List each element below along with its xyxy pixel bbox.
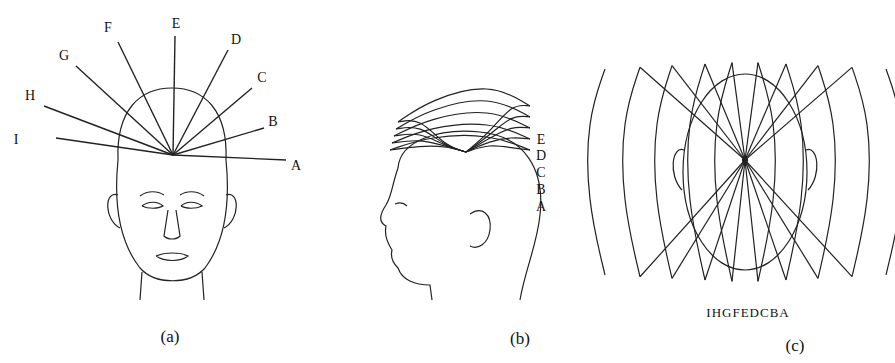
section-letter: D (536, 149, 546, 163)
section-arc (688, 64, 705, 280)
section-arc (715, 63, 732, 282)
section-arc (396, 101, 530, 129)
skull-profile (398, 131, 541, 300)
section-line (745, 66, 818, 160)
section-letter: E (537, 133, 546, 147)
section-arc (466, 105, 530, 152)
section-line (745, 160, 818, 278)
section-arc (886, 69, 895, 275)
section-letter: C (536, 166, 545, 180)
section-arc (623, 67, 640, 277)
side-head (381, 89, 541, 300)
section-letter: B (268, 115, 277, 129)
section-arc (394, 134, 466, 152)
section-letter: H (25, 89, 35, 103)
panel-caption: (a) (161, 328, 180, 345)
face-outline (117, 160, 228, 281)
section-line (745, 160, 852, 277)
section-arc (398, 121, 466, 152)
neck (140, 272, 204, 300)
ear-right (224, 194, 236, 228)
section-arc (852, 67, 869, 276)
section-arc (394, 113, 530, 136)
ear-right (806, 149, 817, 190)
section-line (732, 160, 745, 281)
eyes (142, 202, 202, 208)
section-line (745, 67, 852, 160)
panel-caption: (b) (510, 330, 530, 347)
eye (395, 203, 407, 206)
center-point (743, 158, 748, 163)
ear-left (673, 149, 684, 190)
section-arc (466, 127, 530, 152)
section-arc (655, 66, 672, 279)
top-head (588, 63, 895, 282)
section-letter: IHGFEDCBA (706, 306, 789, 319)
section-letter: G (59, 49, 69, 63)
section-lenses (588, 63, 895, 282)
ear-left (108, 194, 120, 228)
section-lines (44, 36, 286, 160)
section-line (745, 64, 786, 160)
front-head (44, 36, 286, 300)
section-letter: B (536, 183, 545, 197)
face-profile (381, 168, 432, 300)
section-line (732, 63, 745, 160)
ear (470, 211, 490, 247)
section-letter: D (231, 33, 241, 47)
section-arc (818, 66, 835, 279)
section-arcs (390, 89, 530, 152)
section-letter: I (14, 133, 19, 147)
section-letter: C (257, 71, 266, 85)
section-arc (392, 141, 466, 152)
brow (140, 192, 204, 196)
section-letter: E (172, 17, 181, 31)
section-letter: A (291, 159, 301, 173)
section-arc (588, 69, 605, 275)
section-letter: A (536, 200, 546, 214)
nose (164, 210, 180, 239)
section-line (640, 67, 745, 160)
section-arc (398, 89, 530, 122)
panel-caption: (c) (786, 337, 805, 354)
section-letter: F (104, 21, 112, 35)
mouth (156, 253, 188, 261)
section-line (745, 160, 786, 280)
